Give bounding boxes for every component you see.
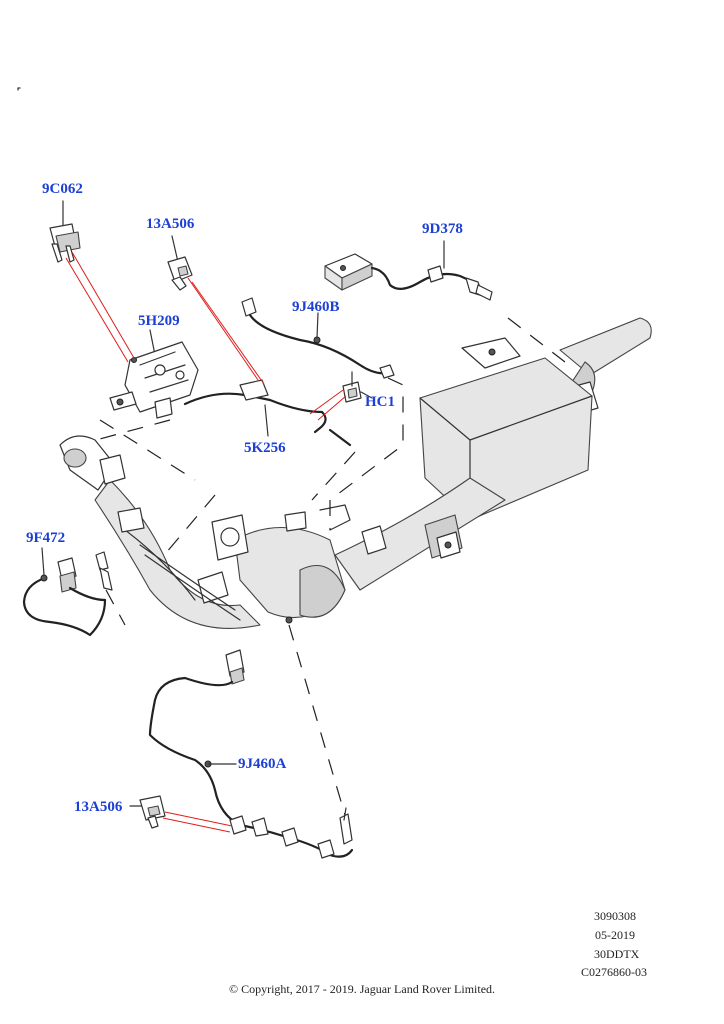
tail-pipe — [559, 317, 652, 376]
intermediate-pipe — [334, 477, 506, 591]
sensor-boss — [285, 616, 293, 624]
tube-1 — [139, 544, 236, 611]
part-5k256-pipe — [183, 379, 352, 447]
egr-port — [63, 448, 87, 468]
illustration-number: 3090308 — [594, 909, 636, 923]
callout-9d378[interactable]: 9D378 — [422, 221, 463, 237]
callout-hc1[interactable]: HC1 — [365, 394, 395, 410]
callout-9j460a[interactable]: 9J460A — [238, 756, 287, 772]
part-5h209-bracket — [109, 329, 199, 419]
callout-13a506-bottom[interactable]: 13A506 — [74, 799, 123, 815]
part-9c062-pressure-sensor — [49, 200, 81, 263]
flange-port — [220, 527, 240, 547]
downpipe-clamp — [117, 507, 145, 533]
illustration-model: 30DDTX — [594, 947, 640, 961]
callout-9f472[interactable]: 9F472 — [26, 530, 66, 546]
copyright-notice: © Copyright, 2017 - 2019. Jaguar Land Ro… — [228, 982, 496, 996]
part-9j460b-harness — [241, 297, 395, 379]
downpipe-seam — [124, 529, 196, 601]
exhaust-system — [59, 317, 652, 629]
part-13a506-clip-bottom — [129, 795, 166, 829]
rear-muffler — [419, 357, 593, 521]
installation-dashed-lines — [95, 317, 566, 816]
pipe-joint — [361, 525, 387, 555]
callout-9c062[interactable]: 9C062 — [42, 181, 83, 197]
illustration-date: 05-2019 — [595, 928, 635, 942]
part-9j460a-harness — [148, 649, 354, 859]
bracket-bolt — [488, 348, 496, 356]
egr-gasket — [99, 454, 126, 485]
cat-bracket — [284, 511, 307, 532]
part-13a506-clip-top — [167, 235, 193, 291]
part-9d378-nox-sensor — [324, 240, 493, 301]
callout-9j460b[interactable]: 9J460B — [292, 299, 340, 315]
corner-mark — [17, 87, 21, 91]
tube-2 — [144, 554, 241, 621]
downpipe-clamp-2 — [197, 571, 229, 604]
joint-bolt — [444, 541, 452, 549]
callout-5h209[interactable]: 5H209 — [138, 313, 180, 329]
illustration-ref: C0276860-03 — [581, 965, 647, 979]
catalyst-end — [299, 565, 346, 618]
part-9f472-sensor — [22, 547, 113, 637]
callout-13a506-top[interactable]: 13A506 — [146, 216, 195, 232]
red-leader-lines — [65, 251, 347, 833]
callout-5k256[interactable]: 5K256 — [244, 440, 286, 456]
cat-hanger — [319, 504, 351, 531]
